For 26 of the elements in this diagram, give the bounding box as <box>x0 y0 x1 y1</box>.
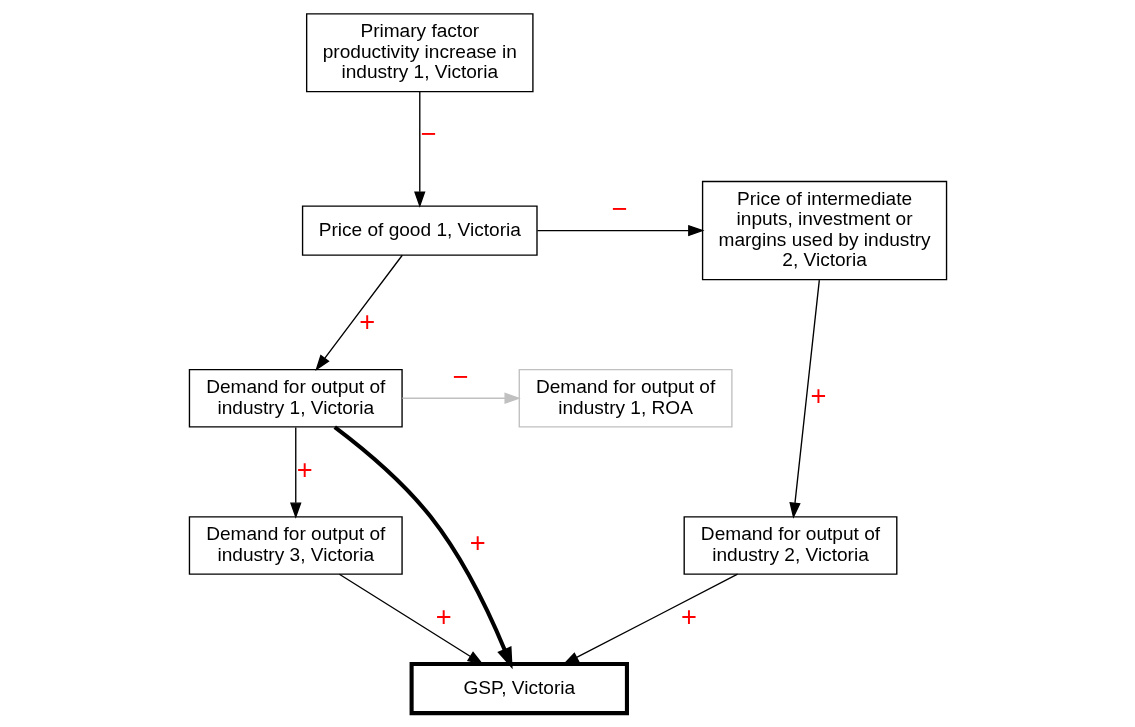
edge-label: + <box>296 453 313 485</box>
edge-label: + <box>809 380 826 412</box>
arrow <box>401 392 521 404</box>
node-box: Price of intermediate inputs, investment or margins used by industry 2, Victoria <box>701 180 947 281</box>
edge-label: − <box>420 118 437 150</box>
arrow <box>289 426 301 519</box>
edge-label: + <box>435 600 452 632</box>
arrow <box>562 573 738 665</box>
arrow <box>413 91 425 208</box>
node-box: GSP, Victoria <box>409 661 629 716</box>
arrow <box>338 573 484 665</box>
edge-label: + <box>469 527 486 559</box>
node-box: Primary factor productivity increase in industry 1, Victoria <box>305 13 534 93</box>
edge-label: − <box>452 360 469 392</box>
arrow <box>333 425 513 670</box>
node-box: Demand for output of industry 1, ROA <box>518 368 733 428</box>
edge-label: + <box>680 600 697 632</box>
edge-label: + <box>358 306 375 338</box>
node-box: Demand for output of industry 3, Victoria <box>188 516 403 575</box>
node-box: Price of good 1, Victoria <box>301 205 538 256</box>
node-box: Demand for output of industry 2, Victoria <box>683 516 897 575</box>
arrow <box>314 254 403 371</box>
arrow <box>788 279 820 519</box>
edge-label: − <box>611 193 628 225</box>
arrow <box>536 224 704 237</box>
node-box: Demand for output of industry 1, Victoria <box>188 368 403 428</box>
